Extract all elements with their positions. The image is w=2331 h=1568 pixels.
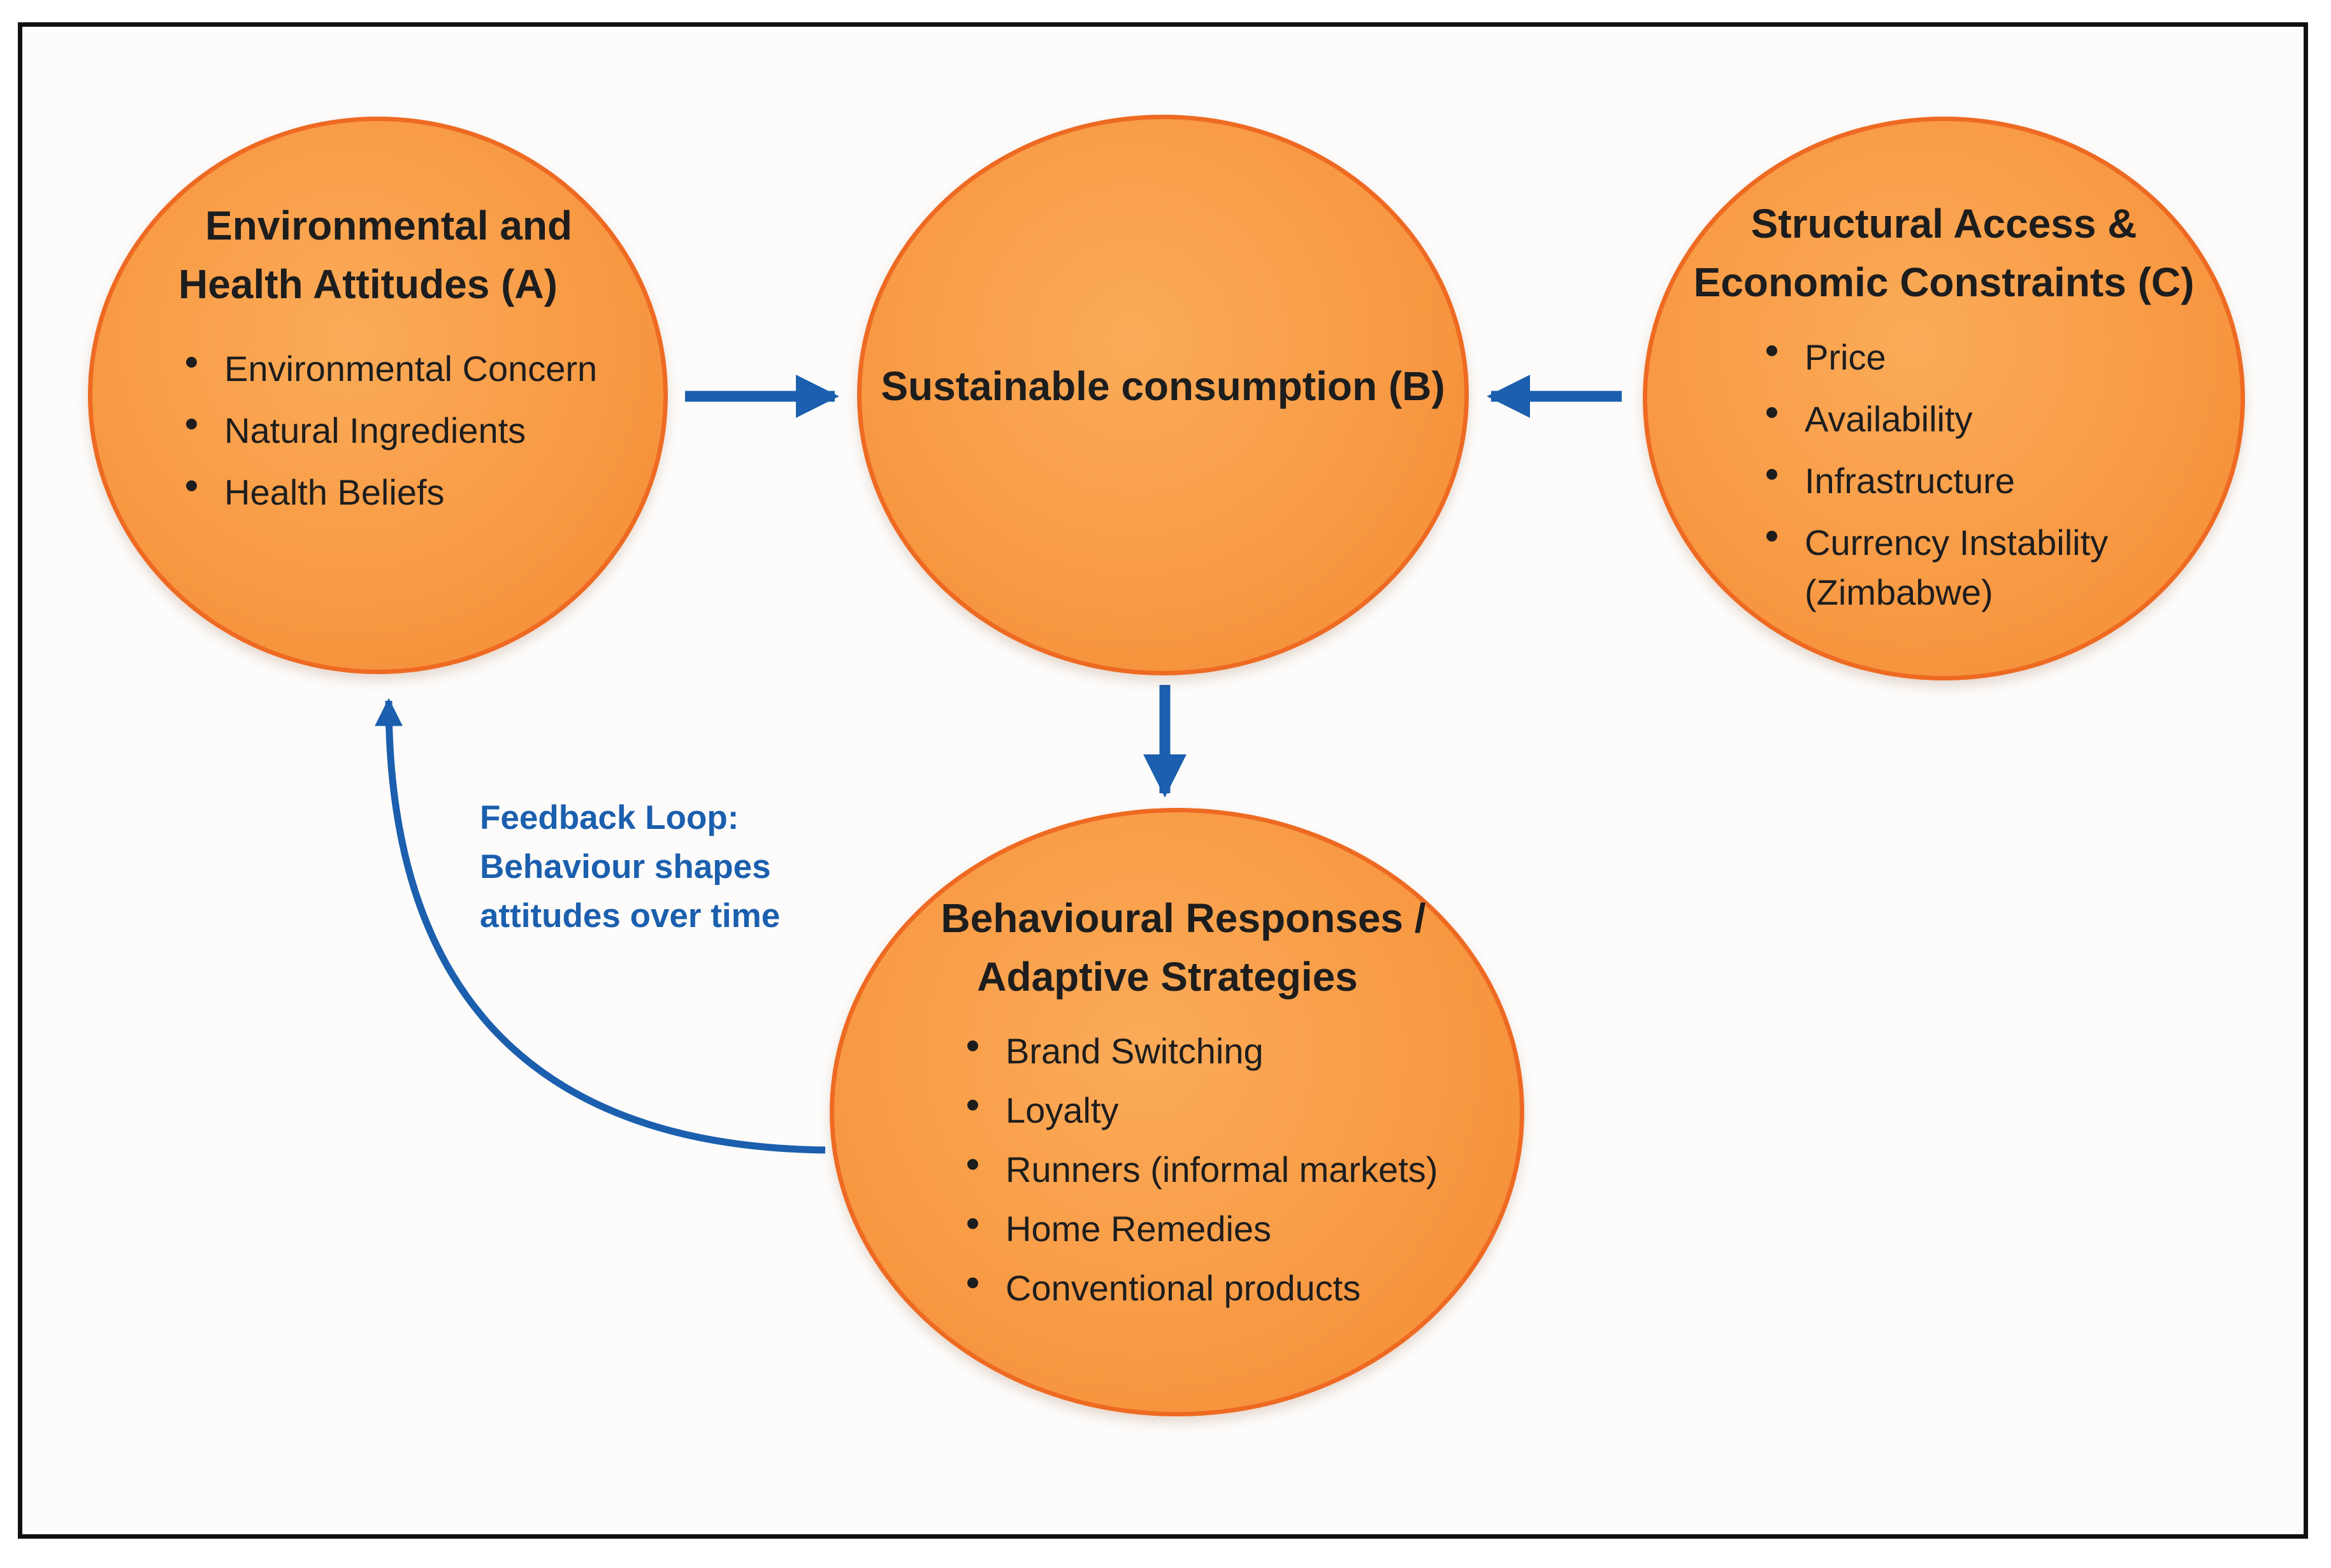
list-item: Runners (informal markets) [961, 1140, 1438, 1199]
circle-a-title-line-2: Health Attitudes (A) [178, 261, 558, 307]
list-item: Currency Instability (Zimbabwe) [1760, 512, 2108, 617]
list-item: Conventional products [961, 1258, 1438, 1318]
feedback-line-3: attitudes over time [480, 897, 781, 935]
feedback-loop-arrow [375, 698, 826, 1154]
circle-c-title-line-1: Structural Access & [1750, 201, 2137, 247]
list-item: Natural Ingredients [180, 399, 597, 461]
feedback-line-2: Behaviour shapes [480, 848, 771, 886]
feedback-loop-label: Feedback Loop: Behaviour shapes attitude… [480, 793, 780, 940]
circle-a-title: Environmental and Health Attitudes (A) [178, 196, 612, 313]
list-item: Loyalty [961, 1081, 1438, 1140]
list-item: Price [1760, 326, 2108, 388]
list-item: Home Remedies [961, 1199, 1438, 1258]
circle-c-title: Structural Access & Economic Constraints… [1643, 194, 2245, 312]
list-item: Availability [1760, 388, 2108, 450]
circle-d-title: Behavioural Responses / Adaptive Strateg… [830, 889, 1524, 1006]
circle-a-environmental-health-attitudes [88, 117, 668, 674]
circle-b-title: Sustainable consumption (B) [881, 363, 1445, 409]
list-item: Infrastructure [1760, 450, 2108, 512]
list-item: Environmental Concern [180, 338, 597, 399]
circle-a-list: Environmental Concern Natural Ingredient… [180, 338, 597, 523]
feedback-line-1: Feedback Loop: [480, 799, 739, 837]
circle-d-list: Brand Switching Loyalty Runners (informa… [961, 1021, 1438, 1318]
circle-c-title-line-2: Economic Constraints (C) [1693, 259, 2195, 305]
list-item: Brand Switching [961, 1021, 1438, 1081]
circle-d-title-line-2: Adaptive Strategies [977, 954, 1358, 1000]
circle-a-title-line-1: Environmental and [205, 203, 573, 248]
circle-c-list: Price Availability Infrastructure Curren… [1760, 326, 2108, 617]
circle-c-structural-economic-constraints [1643, 117, 2245, 680]
circle-d-title-line-1: Behavioural Responses / [941, 895, 1426, 941]
circle-b-sustainable-consumption [857, 115, 1469, 675]
circle-d-behavioural-responses [830, 808, 1524, 1416]
list-item: Health Beliefs [180, 461, 597, 523]
